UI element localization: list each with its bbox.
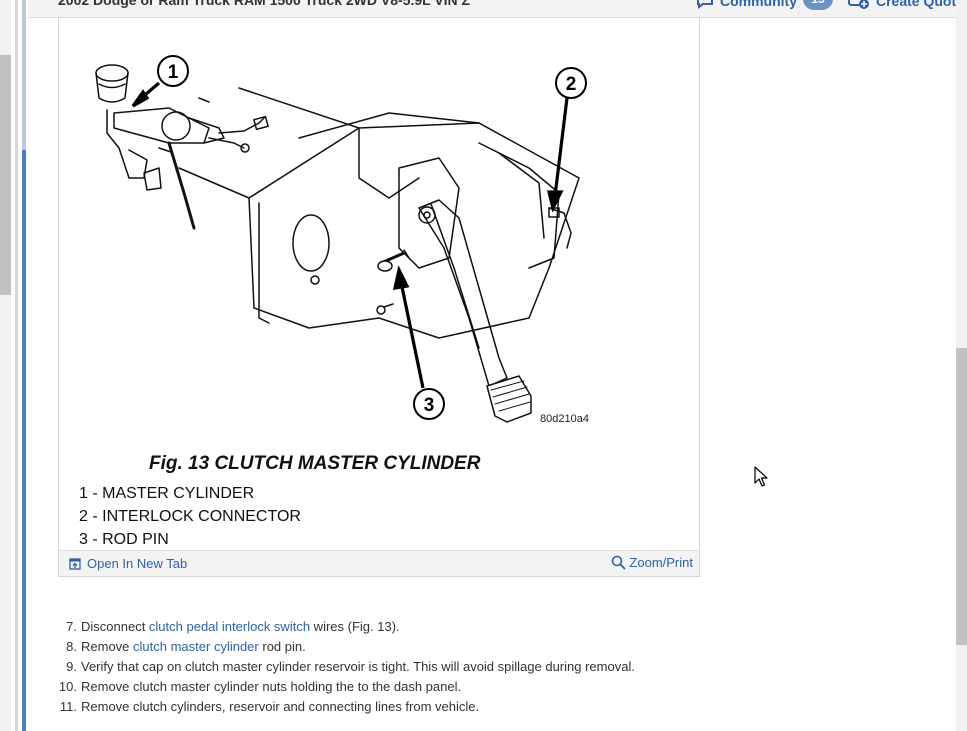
step-text: Remove clutch master cylinder nuts holdi… <box>81 679 462 694</box>
figure-toolbar: Open In New Tab Zoom/Print <box>59 550 699 576</box>
step-text: Remove <box>81 639 134 654</box>
step-text: Remove clutch cylinders, reservoir and c… <box>81 699 480 714</box>
step-8: 8. Remove clutch master cylinder rod pin… <box>58 637 938 657</box>
step-number: 9. <box>66 659 77 674</box>
create-quote-label: Create Quote <box>876 0 956 9</box>
step-number: 11. <box>59 699 77 714</box>
step-text: Verify that cap on clutch master cylinde… <box>81 659 635 674</box>
chat-bubble-icon <box>697 0 713 9</box>
legend-item-2: 2 - INTERLOCK CONNECTOR <box>79 508 301 525</box>
callout-3-label: 3 <box>424 395 435 416</box>
callout-2-label: 2 <box>566 74 577 95</box>
zoom-print-link[interactable]: Zoom/Print <box>611 555 693 570</box>
open-in-new-tab-label: Open In New Tab <box>87 556 188 571</box>
clutch-master-cylinder-link[interactable]: clutch master cylinder <box>133 639 259 654</box>
quote-car-icon <box>848 0 869 9</box>
callout-1-label: 1 <box>168 62 179 83</box>
callout-2: 2 <box>555 67 587 99</box>
left-accent-strip <box>22 0 26 731</box>
magnifier-icon <box>612 555 627 570</box>
callout-1: 1 <box>157 55 189 87</box>
callout-3: 3 <box>413 388 445 420</box>
step-text: rod pin. <box>258 639 306 654</box>
open-in-new-tab-link[interactable]: Open In New Tab <box>69 556 187 571</box>
community-count-badge: 15 <box>803 0 833 10</box>
clutch-pedal-interlock-switch-link[interactable]: clutch pedal interlock switch <box>148 619 311 634</box>
mouse-pointer-icon <box>754 466 768 487</box>
right-scrollbar-thumb[interactable] <box>956 348 967 645</box>
community-link[interactable]: Community 15 <box>696 0 833 10</box>
step-text: wires (Fig. 13). <box>310 619 400 634</box>
step-text: Disconnect <box>81 619 149 634</box>
step-number: 7. <box>66 619 77 634</box>
vehicle-title: 2002 Dodge or Ram Truck RAM 1500 Truck 2… <box>58 0 471 8</box>
create-quote-link[interactable]: Create Quote <box>848 0 956 10</box>
vehicle-header: 2002 Dodge or Ram Truck RAM 1500 Truck 2… <box>28 0 956 18</box>
step-7: 7. Disconnect clutch pedal interlock swi… <box>58 617 938 637</box>
open-new-tab-icon <box>69 557 81 570</box>
clutch-master-cylinder-diagram[interactable]: 1 2 3 <box>59 18 699 438</box>
left-scrollbar-thumb[interactable] <box>0 55 11 295</box>
procedure-steps: 7. Disconnect clutch pedal interlock swi… <box>58 617 938 717</box>
figure-caption: Fig. 13 CLUTCH MASTER CYLINDER <box>149 453 481 474</box>
left-scrollbar-track[interactable] <box>0 0 11 731</box>
community-label: Community <box>720 0 797 9</box>
figure-code: 80d210a4 <box>540 413 589 425</box>
figure-card: 1 2 3 80d210a4 Fig. 13 CLUTCH MASTER CYL… <box>58 18 700 577</box>
step-number: 8. <box>66 639 77 654</box>
step-number: 10. <box>58 679 77 694</box>
step-10: 10. Remove clutch master cylinder nuts h… <box>58 677 938 697</box>
step-11: 11. Remove clutch cylinders, reservoir a… <box>58 697 938 717</box>
left-frame-border <box>15 0 18 731</box>
legend-item-1: 1 - MASTER CYLINDER <box>79 485 255 502</box>
step-9: 9. Verify that cap on clutch master cyli… <box>58 657 938 677</box>
legend-item-3: 3 - ROD PIN <box>79 531 169 548</box>
zoom-print-label: Zoom/Print <box>629 555 693 570</box>
left-accent-strip-top <box>22 0 26 150</box>
